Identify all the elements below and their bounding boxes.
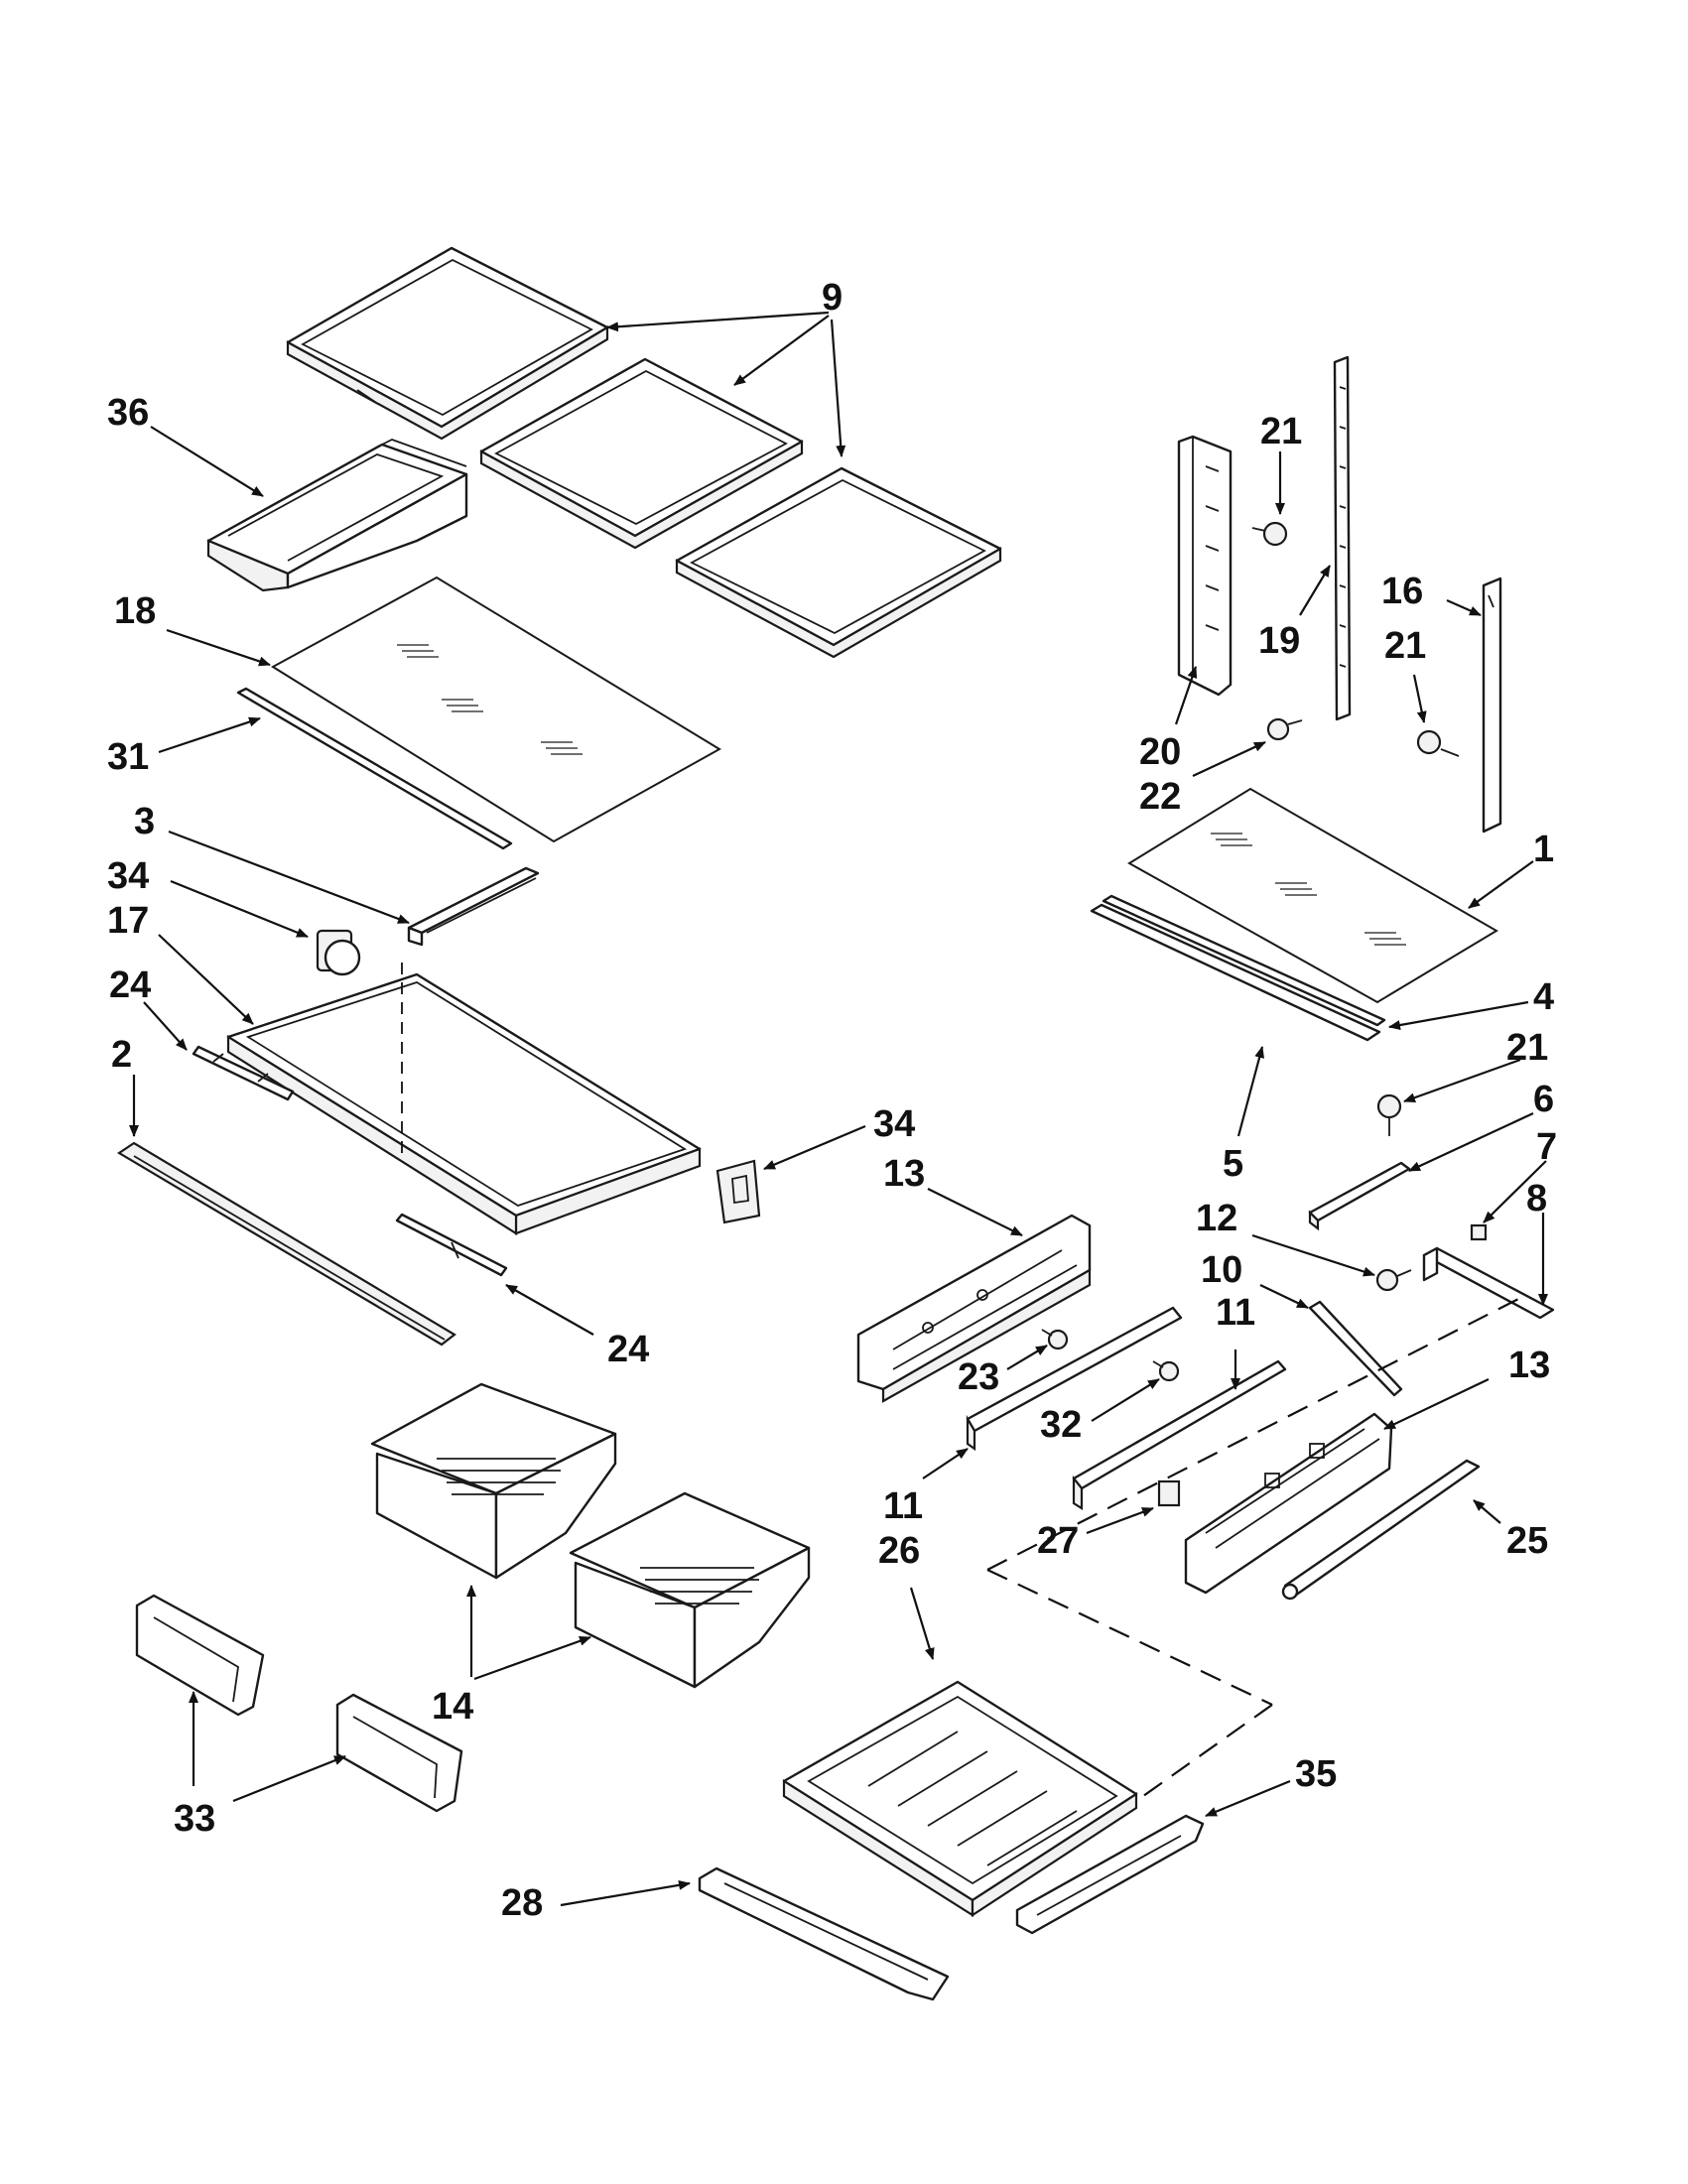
callout-17: 17 (107, 900, 149, 942)
callout-11-upper: 11 (1216, 1292, 1255, 1334)
callout-12: 12 (1196, 1198, 1237, 1239)
trim-part-4-5 (1090, 894, 1386, 1042)
clip-part-27 (1157, 1479, 1181, 1507)
callout-2: 2 (111, 1034, 132, 1076)
callout-34-upper: 34 (107, 855, 149, 897)
callout-3: 3 (134, 801, 155, 842)
bracket-part-8 (1422, 1246, 1555, 1320)
callout-24-upper: 24 (109, 964, 151, 1006)
screw-part-21-c (1376, 1093, 1402, 1136)
bracket-part-6 (1308, 1161, 1411, 1231)
screw-part-21-b (1416, 729, 1460, 757)
cap-part-34-b (715, 1159, 761, 1224)
rail-part-16 (1482, 577, 1502, 834)
front-trim-part-2 (116, 1141, 456, 1347)
trim-part-31 (236, 687, 513, 850)
side-cover-part-13-a (856, 1214, 1092, 1403)
screw-part-23 (1041, 1329, 1069, 1350)
crisper-frame-part-17 (226, 963, 702, 1235)
callout-35: 35 (1295, 1753, 1337, 1795)
leader-lines (129, 311, 1548, 1907)
slide-part-24-a (192, 1045, 295, 1101)
cap-part-34-a (316, 929, 361, 976)
callout-4: 4 (1533, 976, 1554, 1018)
callout-labels: 9 36 21 18 19 16 21 20 31 22 3 1 34 17 2… (107, 277, 1557, 1924)
callout-34-lower: 34 (873, 1103, 915, 1145)
callout-31: 31 (107, 736, 149, 778)
callout-6: 6 (1533, 1079, 1554, 1120)
callout-28: 28 (501, 1882, 543, 1924)
shelf-part-9-c (675, 466, 1002, 659)
handle-part-33-a (135, 1594, 265, 1717)
callout-21-mid: 21 (1506, 1027, 1548, 1069)
drawer-part-14-b (569, 1491, 811, 1689)
callout-9: 9 (822, 277, 843, 319)
slide-part-24-b (395, 1213, 508, 1277)
callout-23: 23 (958, 1356, 999, 1398)
callout-7: 7 (1536, 1126, 1557, 1168)
rail-part-19 (1333, 355, 1352, 721)
callout-32: 32 (1040, 1404, 1082, 1446)
callout-18: 18 (114, 590, 156, 632)
bin-part-36 (206, 439, 468, 592)
cover-part-28 (698, 1866, 950, 2001)
callout-5: 5 (1223, 1143, 1243, 1185)
callout-36: 36 (107, 392, 149, 434)
glass-shelf-part-1 (1127, 787, 1498, 1004)
callout-21-top: 21 (1260, 411, 1302, 452)
bracket-part-3 (407, 866, 540, 947)
rod-part-10 (1308, 1300, 1403, 1397)
callout-20: 20 (1139, 731, 1181, 773)
rail-part-11-b (1072, 1359, 1287, 1510)
callout-33: 33 (174, 1798, 215, 1840)
callout-13-left: 13 (883, 1153, 925, 1195)
callout-1: 1 (1533, 829, 1554, 870)
callout-19: 19 (1258, 620, 1300, 662)
callout-21-right: 21 (1384, 625, 1426, 667)
rod-part-25 (1281, 1459, 1481, 1601)
screw-part-12 (1375, 1268, 1412, 1292)
callout-13-right: 13 (1508, 1345, 1550, 1386)
bracket-part-20 (1177, 435, 1233, 697)
callout-24-lower: 24 (607, 1329, 649, 1370)
side-cover-part-13-b (1184, 1412, 1393, 1595)
callout-10: 10 (1201, 1249, 1242, 1291)
callout-27: 27 (1037, 1520, 1079, 1562)
shelf-part-9-b (479, 357, 804, 550)
callout-8: 8 (1526, 1178, 1547, 1220)
clip-part-7 (1470, 1223, 1488, 1241)
callout-11-lower: 11 (883, 1485, 923, 1527)
callout-16: 16 (1381, 571, 1423, 612)
callout-26: 26 (878, 1530, 920, 1572)
drawer-part-14-a (370, 1382, 617, 1580)
callout-22: 22 (1139, 776, 1181, 818)
screw-part-21-a (1251, 521, 1288, 547)
drawer-part-26 (782, 1680, 1138, 1918)
glass-shelf-part-18 (271, 576, 721, 843)
callout-14: 14 (432, 1686, 473, 1728)
rail-part-11-a (966, 1306, 1183, 1452)
assembly-guides (986, 1294, 1527, 1802)
handle-part-33-b (335, 1693, 463, 1813)
screw-part-22 (1266, 717, 1303, 741)
trim-part-35 (1015, 1814, 1205, 1935)
screw-part-32 (1152, 1360, 1180, 1382)
shelf-part-9-a (286, 246, 609, 441)
callout-25: 25 (1506, 1520, 1548, 1562)
